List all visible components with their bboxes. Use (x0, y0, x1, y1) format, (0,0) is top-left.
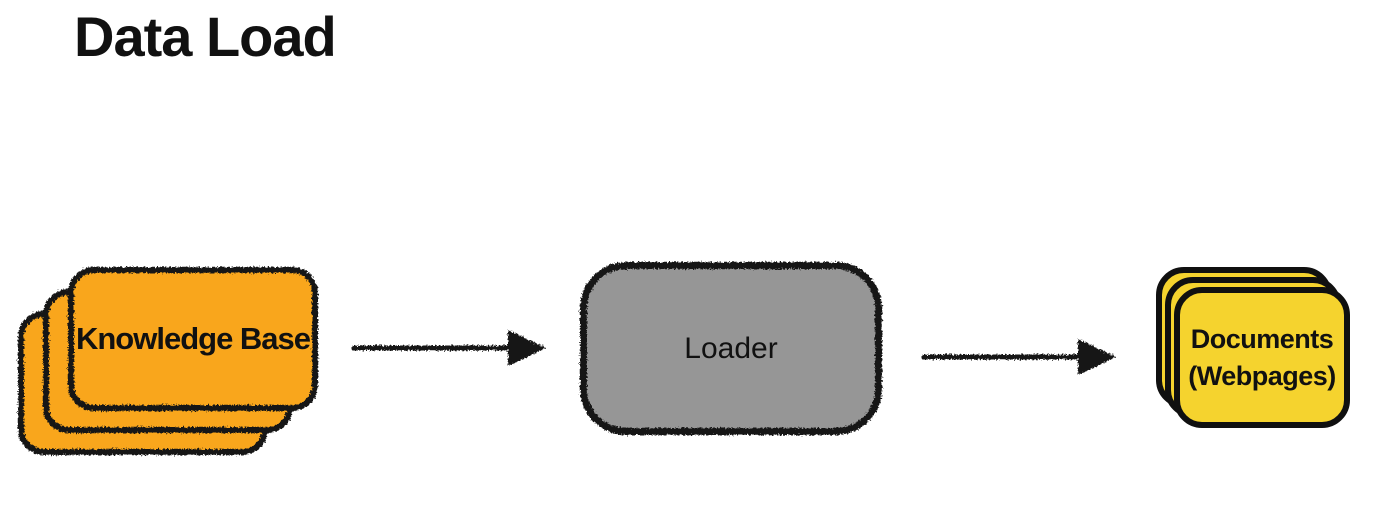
page-title: Data Load (74, 5, 337, 68)
arrow-right-icon (921, 339, 1116, 375)
loader-label: Loader (684, 331, 778, 365)
knowledge-base-label: Knowledge Base (75, 321, 311, 356)
documents-card-front (1174, 287, 1350, 428)
documents-label-line1: Documents (1190, 323, 1334, 354)
documents-label-line2: (Webpages) (1188, 360, 1336, 391)
knowledge-base-card-front (68, 267, 318, 411)
arrow-right-icon (351, 330, 546, 366)
loader-box (580, 262, 882, 435)
documents-label: Documents (Webpages) (1174, 287, 1350, 428)
